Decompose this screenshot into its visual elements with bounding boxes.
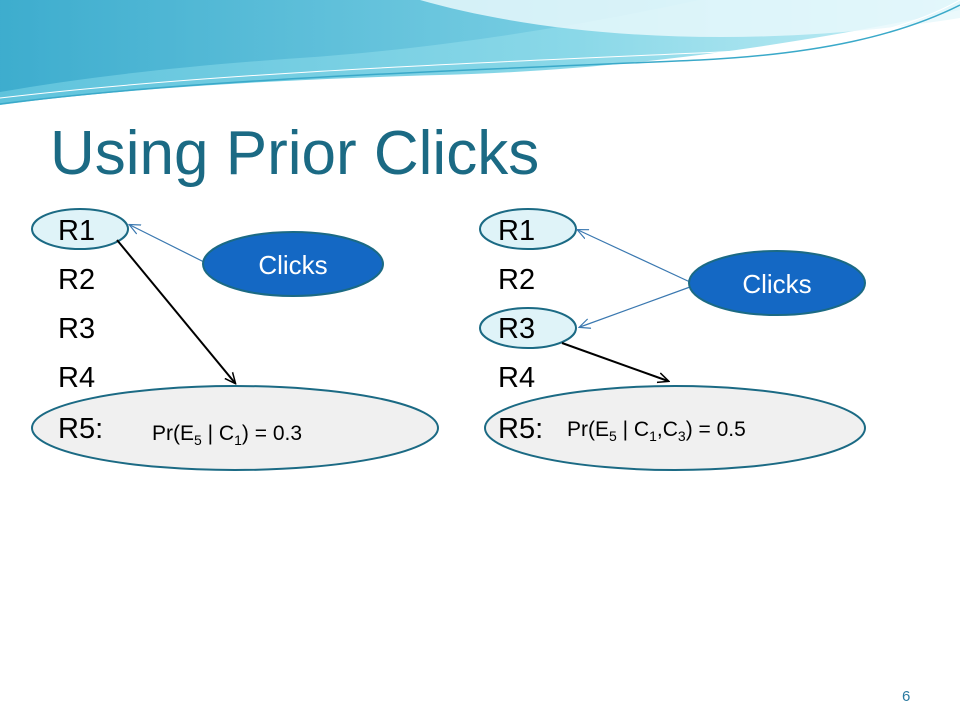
- right-r3-highlight: [479, 307, 577, 349]
- slide-title: Using Prior Clicks: [50, 119, 540, 188]
- wave-front: [0, 0, 700, 92]
- left-row-r3: R3: [58, 313, 95, 345]
- right-result-ellipse: [484, 385, 866, 471]
- right-arrow-clicks-to-r1: [578, 230, 691, 283]
- right-row-r1: R1: [498, 215, 535, 247]
- page-number: 6: [902, 688, 911, 705]
- right-arrow-r3-to-r5: [561, 342, 668, 381]
- right-row-r4: R4: [498, 362, 535, 394]
- right-row-r3: R3: [498, 313, 535, 345]
- left-panel: R1 R2 R3 R4 R5: Pr(E5 | C1) = 0.3 Clicks: [31, 208, 439, 471]
- wave-banner: [0, 0, 960, 105]
- right-formula: Pr(E5 | C1,C3) = 0.5: [567, 418, 746, 444]
- right-row-r5: R5:: [498, 413, 543, 445]
- left-row-r5: R5:: [58, 413, 103, 445]
- left-clicks-bubble: Clicks: [202, 231, 384, 297]
- left-clicks-label: Clicks: [258, 250, 327, 280]
- left-arrow-clicks-to-r1: [130, 225, 207, 264]
- right-clicks-bubble: Clicks: [688, 250, 866, 316]
- left-result-ellipse: [31, 385, 439, 471]
- left-arrow-r1-to-r5: [116, 239, 235, 383]
- right-row-r2: R2: [498, 264, 535, 296]
- left-row-r2: R2: [58, 264, 95, 296]
- left-row-r4: R4: [58, 362, 95, 394]
- left-formula: Pr(E5 | C1) = 0.3: [152, 422, 302, 448]
- right-arrow-clicks-to-r3: [580, 286, 691, 327]
- wave-highlight: [420, 0, 960, 38]
- wave-line-2: [0, 0, 960, 99]
- right-clicks-label: Clicks: [742, 269, 811, 299]
- right-panel: R1 R2 R3 R4 R5: Pr(E5 | C1,C3) = 0.5 Cli…: [479, 208, 866, 471]
- left-row-r1: R1: [58, 215, 95, 247]
- wave-line: [0, 4, 960, 105]
